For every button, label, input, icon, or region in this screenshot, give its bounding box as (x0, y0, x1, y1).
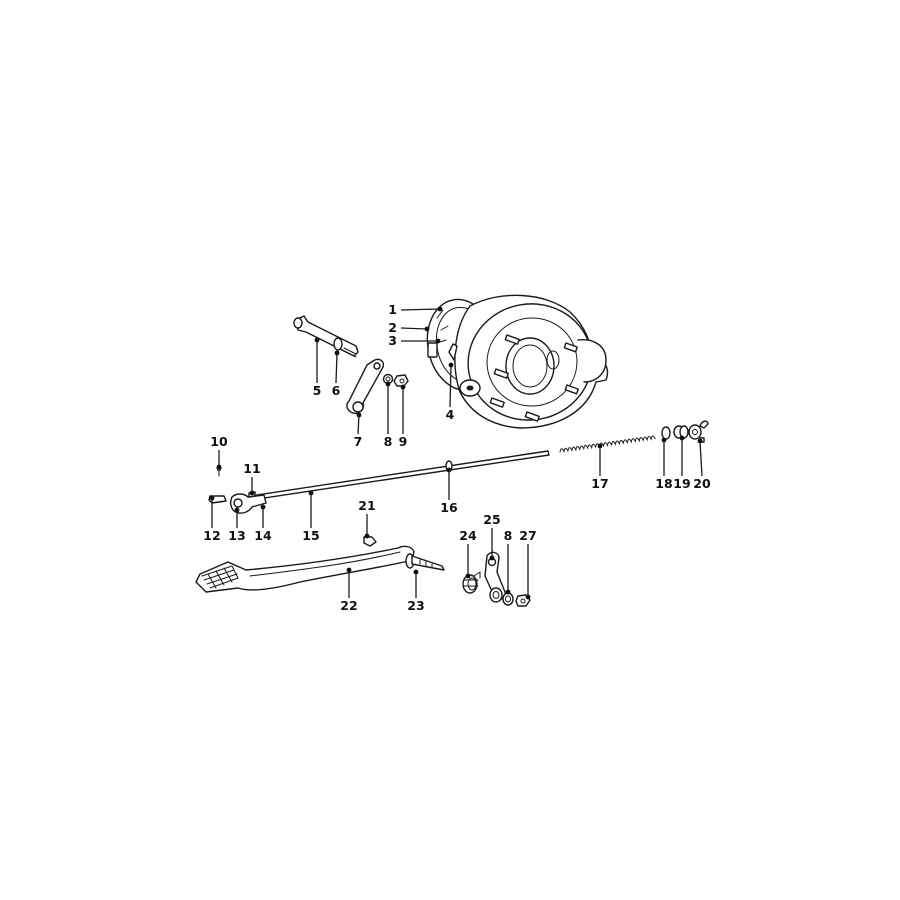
callout-label: 5 (313, 383, 322, 398)
leader-dot (400, 384, 406, 390)
wheel-studs (489, 334, 579, 422)
leader-dot (697, 438, 703, 444)
callout-13[interactable]: 13 (228, 507, 246, 543)
leader-dot (424, 326, 430, 332)
callout-label: 27 (519, 528, 536, 543)
leader-dot (413, 569, 419, 575)
callout-label: 8 (384, 434, 393, 449)
callout-4[interactable]: 4 (446, 362, 455, 422)
callout-label: 7 (354, 434, 363, 449)
callout-label: 1 (388, 302, 397, 317)
leader-dot (465, 573, 471, 579)
callout-label: 14 (254, 528, 272, 543)
callout-label: 20 (693, 476, 711, 491)
brake-drum-hub (426, 294, 609, 429)
pedal-tread (201, 565, 239, 589)
callout-6[interactable]: 6 (332, 350, 341, 398)
pivot-bolt (293, 315, 359, 358)
callout-12[interactable]: 12 (203, 495, 221, 543)
callout-label: 18 (655, 476, 672, 491)
leader-line (699, 440, 703, 477)
callout-label: 11 (243, 461, 260, 476)
callout-10[interactable]: 10 (210, 434, 228, 470)
callout-9[interactable]: 9 (399, 384, 408, 449)
callout-15[interactable]: 15 (302, 490, 320, 543)
callout-label: 24 (459, 528, 477, 543)
callout-20[interactable]: 20 (693, 438, 711, 491)
callout-label: 6 (332, 383, 341, 398)
leader-line (335, 352, 338, 384)
leader-line (357, 414, 360, 435)
callout-label: 17 (591, 476, 608, 491)
callout-16[interactable]: 16 (440, 467, 458, 515)
callout-label: 15 (302, 528, 319, 543)
callout-27[interactable]: 27 (519, 528, 537, 600)
leader-dot (448, 362, 454, 368)
callout-3[interactable]: 3 (388, 333, 441, 348)
callout-label: 23 (407, 598, 424, 613)
leader-dot (489, 555, 495, 561)
leader-dot (346, 567, 352, 573)
leader-dot (334, 350, 340, 356)
leader-line (449, 364, 452, 408)
leader-dot (661, 437, 667, 443)
leader-dot (385, 381, 391, 387)
callout-17[interactable]: 17 (591, 443, 609, 491)
leader-dot (209, 495, 215, 501)
leader-line (400, 327, 428, 330)
callout-7[interactable]: 7 (354, 412, 363, 449)
callout-label: 21 (358, 498, 375, 513)
leader-dot (597, 443, 603, 449)
leader-dot (446, 467, 452, 473)
callout-label: 4 (446, 407, 455, 422)
callout-25[interactable]: 25 (483, 512, 501, 561)
leader-dot (364, 533, 370, 539)
leader-dot (356, 412, 362, 418)
callout-label: 8 (504, 528, 513, 543)
callout-24[interactable]: 24 (459, 528, 477, 579)
callout-8a[interactable]: 8 (384, 381, 393, 449)
callout-label: 10 (210, 434, 228, 449)
callout-label: 3 (388, 333, 397, 348)
callout-label: 16 (440, 500, 458, 515)
brake-pedal (195, 536, 445, 593)
callout-22[interactable]: 22 (340, 567, 358, 613)
pedal-return-parts (462, 551, 531, 607)
callout-8b[interactable]: 8 (504, 528, 513, 595)
leader-dot (260, 504, 266, 510)
callout-11[interactable]: 11 (243, 461, 261, 496)
callout-18[interactable]: 18 (655, 437, 673, 491)
callout-label: 2 (388, 320, 397, 335)
callout-label: 12 (203, 528, 220, 543)
callout-label: 9 (399, 434, 408, 449)
brake-lever-arm (346, 358, 409, 415)
leader-dot (314, 337, 320, 343)
leader-dot (308, 490, 314, 496)
callout-21[interactable]: 21 (358, 498, 376, 539)
callout-label: 13 (228, 528, 245, 543)
callout-23[interactable]: 23 (407, 569, 425, 613)
callout-5[interactable]: 5 (313, 337, 322, 398)
callout-label: 22 (340, 598, 357, 613)
leader-dot (216, 464, 222, 470)
callout-1[interactable]: 1 (388, 302, 443, 317)
leader-dot (679, 435, 685, 441)
callout-14[interactable]: 14 (254, 504, 272, 543)
leader-line (400, 308, 441, 311)
leader-dot (249, 490, 255, 496)
leader-dot (437, 306, 443, 312)
brake-rod-assembly (208, 420, 709, 514)
leader-dot (234, 507, 240, 513)
leader-dot (525, 594, 531, 600)
leader-dot (435, 338, 441, 344)
callout-label: 19 (673, 476, 690, 491)
callout-19[interactable]: 19 (673, 435, 691, 491)
callout-label: 25 (483, 512, 500, 527)
leader-dot (505, 589, 511, 595)
callout-2[interactable]: 2 (388, 320, 430, 335)
